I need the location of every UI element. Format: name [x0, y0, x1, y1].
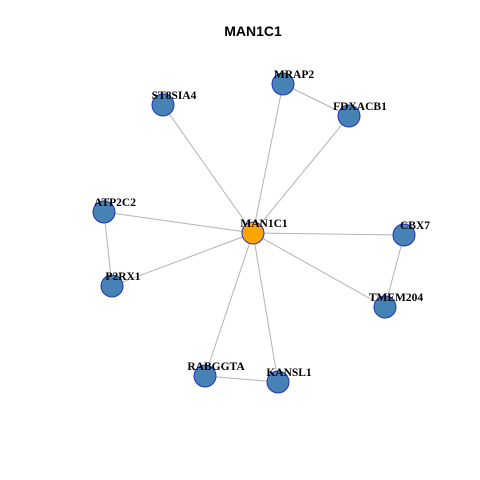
node-cbx7: [392, 223, 416, 247]
node-st8sia4: [151, 93, 175, 117]
node-label-p2rx1: P2RX1: [105, 271, 140, 283]
node-label-kansl1: KANSL1: [266, 367, 312, 379]
edge-atp2c2-p2rx1: [103, 211, 113, 287]
node-mrap2: [271, 72, 295, 96]
edge-man1c1-p2rx1: [111, 232, 254, 287]
edge-man1c1-fdxacb1: [252, 115, 350, 234]
node-rabggta: [193, 364, 217, 388]
node-atp2c2: [92, 200, 116, 224]
edge-mrap2-fdxacb1: [282, 83, 350, 117]
node-label-rabggta: RABGGTA: [187, 361, 245, 373]
edge-rabggta-kansl1: [204, 375, 279, 383]
node-tmem204: [373, 295, 397, 319]
edge-man1c1-atp2c2: [103, 211, 254, 234]
node-fdxacb1: [337, 104, 361, 128]
node-label-atp2c2: ATP2C2: [94, 197, 136, 209]
node-label-man1c1: MAN1C1: [240, 218, 288, 230]
node-label-tmem204: TMEM204: [369, 292, 424, 304]
node-man1c1: [241, 221, 265, 245]
edge-layer: [103, 83, 405, 383]
edge-cbx7-tmem204: [384, 234, 405, 308]
edge-man1c1-st8sia4: [162, 104, 254, 234]
node-p2rx1: [100, 274, 124, 298]
node-kansl1: [266, 370, 290, 394]
edge-man1c1-kansl1: [252, 232, 279, 383]
node-label-fdxacb1: FDXACB1: [333, 101, 387, 113]
graph-title: MAN1C1: [224, 23, 282, 39]
edge-man1c1-cbx7: [252, 232, 405, 236]
edge-man1c1-tmem204: [252, 232, 386, 308]
node-label-cbx7: CBX7: [400, 220, 430, 232]
node-layer: [92, 72, 416, 394]
node-label-mrap2: MRAP2: [274, 69, 314, 81]
edge-man1c1-mrap2: [252, 83, 284, 234]
edge-man1c1-rabggta: [204, 232, 254, 377]
node-label-st8sia4: ST8SIA4: [152, 90, 197, 102]
